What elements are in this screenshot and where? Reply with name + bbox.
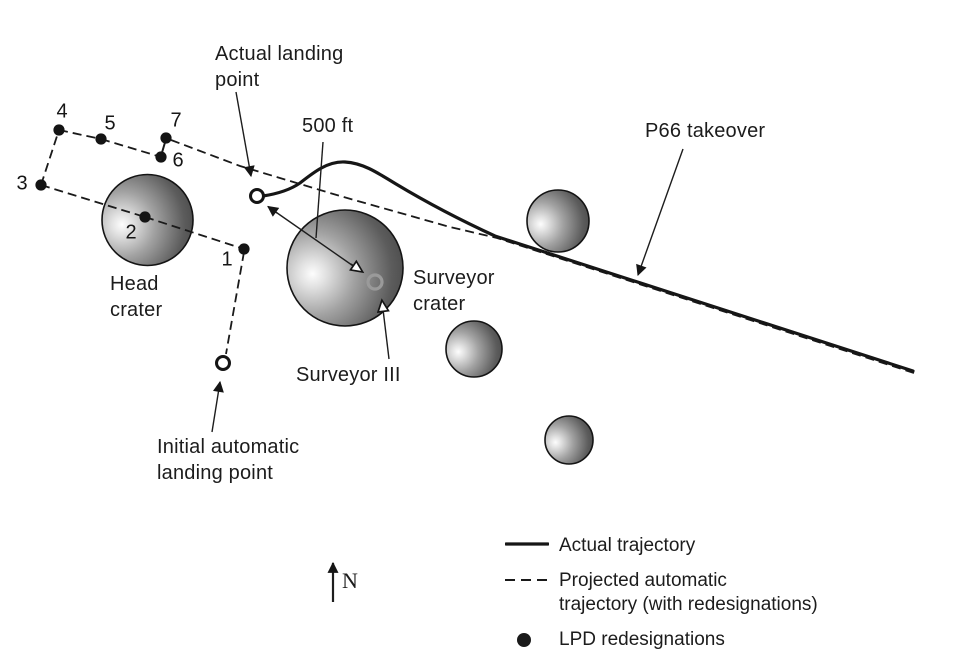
dashed-segment-3-4 — [40, 129, 60, 186]
lpd-number-1: 1 — [221, 248, 233, 271]
actual-landing-arrow — [235, 91, 255, 178]
surveyor-crater-label: Surveyor crater — [413, 265, 495, 317]
lpd-number-6: 6 — [172, 149, 184, 172]
projected-trajectory-dashed — [170, 139, 915, 374]
p66-takeover-label: P66 takeover — [645, 120, 766, 142]
lpd-dot-1 — [238, 243, 250, 255]
legend-projected-line1: Projected automatic — [559, 570, 727, 591]
initial-landing-arrow — [211, 380, 224, 433]
lpd-number-5: 5 — [104, 112, 116, 135]
lpd-number-7: 7 — [170, 109, 182, 132]
surveyor-iii-label: Surveyor III — [296, 364, 401, 386]
lpd-number-2: 2 — [125, 221, 137, 244]
legend-projected-trajectory-label: Projected automatic trajectory (with red… — [559, 569, 818, 617]
actual-landing-label-line2: point — [215, 69, 260, 91]
legend-actual-trajectory-label: Actual trajectory — [559, 535, 696, 556]
legend-projected-line2: trajectory (with redesignations) — [559, 594, 818, 615]
lpd-dot-2 — [139, 211, 151, 223]
distance-arrowhead-to-surveyor — [351, 264, 362, 272]
actual-landing-marker — [249, 188, 265, 204]
distance-arrow-line — [269, 207, 360, 271]
surveyor-iii-marker — [366, 273, 384, 291]
lpd-dots — [35, 124, 250, 255]
actual-landing-label: Actual landing point — [215, 41, 343, 93]
legend-lpd-dot-swatch — [517, 633, 531, 647]
lpd-number-3: 3 — [16, 172, 28, 195]
crater-northeast — [526, 189, 590, 253]
surveyor-iii-arrow — [382, 301, 389, 360]
lpd-dot-5 — [95, 133, 107, 145]
lpd-dot-3 — [35, 179, 47, 191]
dashed-segment-1-initial — [225, 251, 245, 355]
initial-landing-marker — [215, 355, 231, 371]
distance-label: 500 ft — [302, 115, 354, 137]
head-crater-label-line1: Head — [110, 273, 159, 295]
crater-middle — [445, 320, 503, 378]
legend-solid-line-swatch — [505, 542, 549, 546]
surveyor-crater-label-line1: Surveyor — [413, 267, 495, 289]
dashed-segment-2-1 — [144, 216, 245, 250]
head-crater-label-line2: crater — [110, 299, 163, 321]
dashed-segment-3-2 — [40, 184, 146, 218]
surveyor-crater — [286, 209, 404, 327]
lpd-number-4: 4 — [56, 100, 68, 123]
lpd-dot-7 — [160, 132, 172, 144]
initial-landing-label: Initial automatic landing point — [157, 434, 299, 486]
north-label: N — [342, 568, 359, 593]
initial-landing-label-line1: Initial automatic — [157, 436, 300, 458]
distance-leader-line — [315, 141, 324, 239]
surveyor-crater-label-line2: crater — [413, 293, 466, 315]
initial-landing-label-line2: landing point — [157, 462, 274, 484]
head-crater-label: Head crater — [110, 271, 162, 323]
lpd-dot-4 — [53, 124, 65, 136]
annotation-arrows — [211, 91, 684, 602]
legend-lpd-label: LPD redesignations — [559, 629, 725, 650]
craters — [101, 173, 594, 465]
dashed-segment-5-6 — [100, 138, 162, 158]
dashed-segment-4-5 — [58, 129, 102, 140]
actual-trajectory-line — [261, 160, 915, 373]
legend-dashed-line-swatch — [505, 579, 548, 581]
crater-south — [544, 415, 594, 465]
actual-landing-label-line1: Actual landing — [215, 43, 344, 65]
distance-arrowhead-to-landing — [267, 205, 280, 217]
lpd-dot-6 — [155, 151, 167, 163]
p66-arrow — [636, 148, 684, 277]
